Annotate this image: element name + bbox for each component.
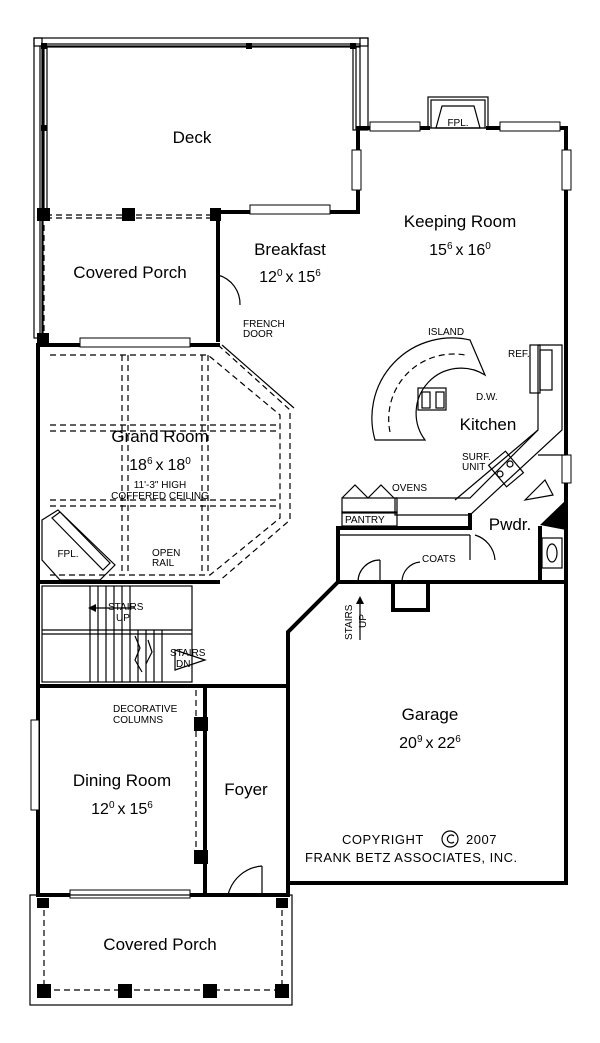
porch-post (37, 984, 51, 998)
powder-room-label: Pwdr. (489, 515, 532, 534)
porch-post (203, 984, 217, 998)
deck-area (33, 37, 369, 339)
breakfast-label: Breakfast (254, 240, 326, 259)
porch-post (118, 984, 132, 998)
front-porch-label: Covered Porch (103, 935, 216, 954)
surf-unit-label: SURF. (462, 452, 491, 463)
garage-stairs (356, 596, 364, 640)
stairs (41, 585, 207, 683)
foyer-dining (194, 685, 288, 896)
fireplace-grand-room (41, 509, 116, 581)
island-label: ISLAND (428, 327, 464, 338)
coffered-ceiling-note: COFFERED CEILING (111, 491, 209, 502)
ref-label: REF. (508, 349, 530, 360)
foyer-label: Foyer (224, 780, 268, 799)
porch-post (275, 984, 289, 998)
keeping-room-label: Keeping Room (404, 212, 516, 231)
porch-post (37, 898, 49, 908)
french-door-label: FRENCH (243, 319, 285, 330)
copyright-company: FRANK BETZ ASSOCIATES, INC. (305, 850, 518, 865)
pantry-label: PANTRY (345, 515, 385, 526)
rear-covered-porch (37, 208, 221, 345)
french-door-label-2: DOOR (243, 329, 273, 340)
stairs-dn-label: STAIRS (170, 648, 206, 659)
ceiling-height-note: 11'-3" HIGH (134, 480, 187, 491)
fpl-keeping-label: FPL. (447, 118, 468, 129)
copyright-word: COPYRIGHT (342, 832, 424, 847)
decorative-column (194, 717, 208, 731)
porch-post (276, 898, 288, 908)
garage-label: Garage (402, 705, 459, 724)
garage-stairs-label: STAIRS (344, 604, 355, 640)
grand-room-label: Grand Room (111, 427, 208, 446)
porch-post (37, 208, 50, 221)
decorative-columns-label-2: COLUMNS (113, 715, 163, 726)
copyright-block: COPYRIGHT 2007 FRANK BETZ ASSOCIATES, IN… (305, 830, 518, 865)
porch-post (37, 333, 49, 345)
front-covered-porch (29, 894, 293, 1006)
powder-room (523, 454, 566, 582)
decorative-column (194, 850, 208, 864)
deck-label: Deck (173, 128, 212, 147)
porch-post (210, 208, 221, 221)
fpl-grand-label: FPL. (57, 549, 78, 560)
stairs-up-label: STAIRS (108, 602, 144, 613)
copyright-year: 2007 (466, 832, 497, 847)
coffered-ceiling (50, 354, 281, 576)
kitchen-label: Kitchen (460, 415, 517, 434)
windows (30, 121, 572, 899)
coat-closet (336, 526, 496, 612)
kitchen (336, 337, 563, 530)
decorative-columns-label: DECORATIVE (113, 704, 178, 715)
stairs-dn-label-2: DN. (176, 659, 193, 670)
coats-label: COATS (422, 554, 456, 565)
rear-porch-label: Covered Porch (73, 263, 186, 282)
open-rail-label-2: RAIL (152, 558, 175, 569)
surf-unit-label-2: UNIT (462, 462, 485, 473)
copyright-symbol-icon (441, 830, 459, 848)
dw-label: D.W. (476, 392, 498, 403)
garage-stairs-up-label: UP (358, 614, 369, 628)
porch-post (122, 208, 135, 221)
dining-room-label: Dining Room (73, 771, 171, 790)
open-rail-label: OPEN (152, 548, 180, 559)
stairs-up-label-2: UP (116, 613, 130, 624)
breakfast-room (217, 274, 241, 310)
kitchen-island (371, 337, 487, 441)
ovens-label: OVENS (392, 483, 427, 494)
